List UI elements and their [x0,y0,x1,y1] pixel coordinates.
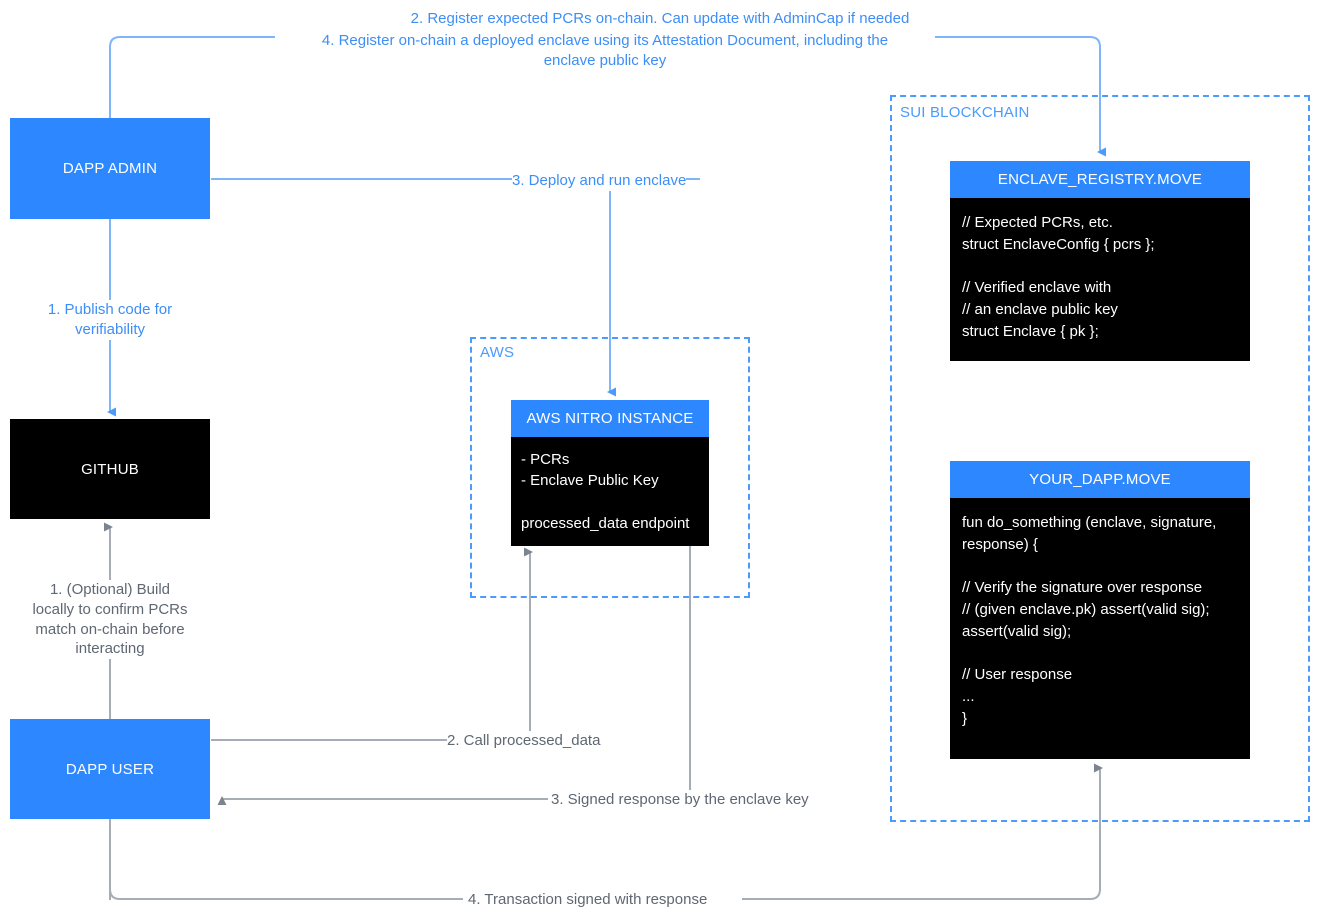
card-your-dapp[interactable]: YOUR_DAPP.MOVE fun do_something (enclave… [950,461,1250,759]
card-aws-nitro-header: AWS NITRO INSTANCE [511,400,709,437]
card-enclave-registry-header: ENCLAVE_REGISTRY.MOVE [950,161,1250,198]
card-enclave-registry[interactable]: ENCLAVE_REGISTRY.MOVE // Expected PCRs, … [950,161,1250,361]
sui-group-label: SUI BLOCKCHAIN [896,104,1035,121]
node-github[interactable]: GITHUB [10,419,210,519]
edge-label-register-enclave: 4. Register on-chain a deployed enclave … [275,31,935,71]
edge-user-bottom-left [109,820,463,900]
edge-label-transaction-signed: 4. Transaction signed with response [468,890,708,910]
edge-label-deploy-run: 3. Deploy and run enclave [512,171,687,191]
edge-label-signed-response: 3. Signed response by the enclave key [551,790,809,810]
card-your-dapp-header: YOUR_DAPP.MOVE [950,461,1250,498]
card-aws-nitro-instance[interactable]: AWS NITRO INSTANCE - PCRs - Enclave Publ… [511,400,709,546]
node-dapp-admin[interactable]: DAPP ADMIN [10,118,210,219]
edge-label-publish-code: 1. Publish code for verifiability [30,300,190,340]
card-aws-nitro-body: - PCRs - Enclave Public Key processed_da… [521,451,690,532]
node-dapp-user[interactable]: DAPP USER [10,719,210,819]
sui-group-container [890,95,1310,822]
aws-group-container [470,337,750,598]
node-dapp-admin-label: DAPP ADMIN [62,160,158,177]
edge-label-call-processed-data: 2. Call processed_data [447,731,601,751]
aws-group-label: AWS [476,344,520,361]
edge-label-register-pcrs: 2. Register expected PCRs on-chain. Can … [325,9,995,29]
card-your-dapp-body: fun do_something (enclave, signature, re… [962,514,1217,727]
node-dapp-user-label: DAPP USER [65,760,155,778]
card-enclave-registry-body: // Expected PCRs, etc. struct EnclaveCon… [962,214,1155,340]
node-github-label: GITHUB [81,460,139,478]
edge-label-build-locally: 1. (Optional) Build locally to confirm P… [20,580,200,660]
